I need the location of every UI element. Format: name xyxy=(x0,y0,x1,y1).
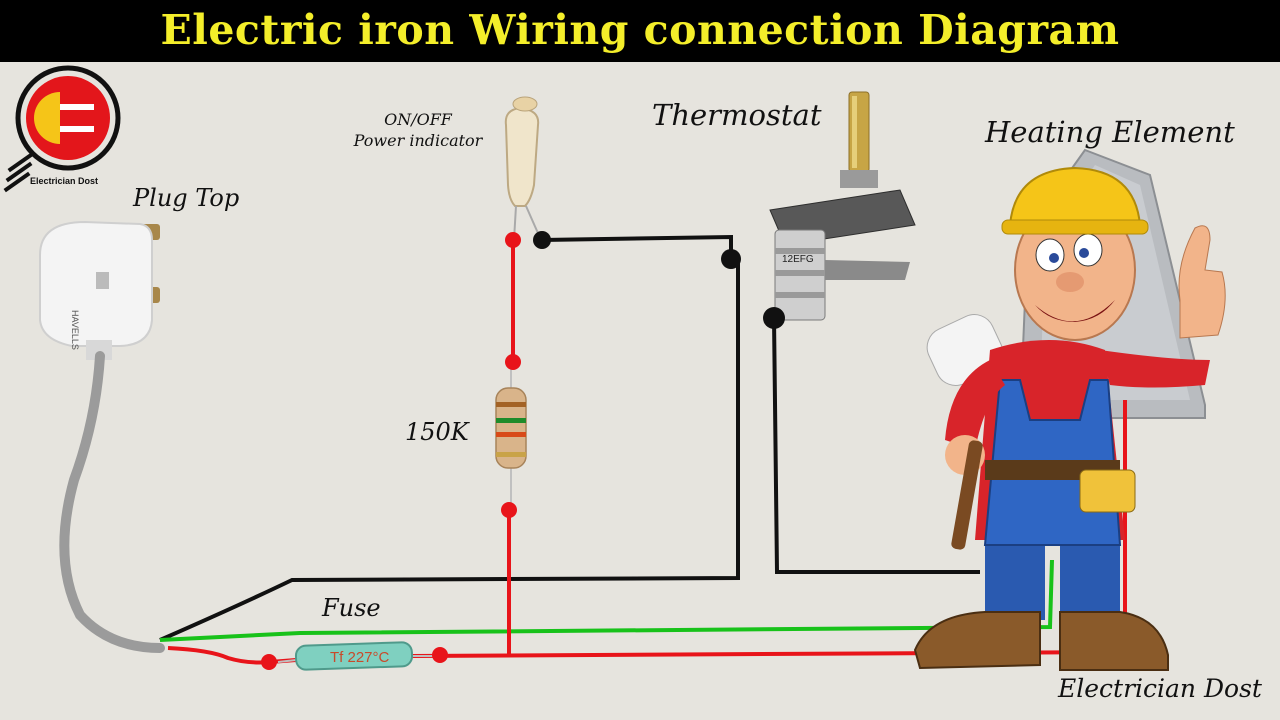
power-cable xyxy=(59,351,165,653)
fuse-marking: Tf 227°C xyxy=(330,649,390,666)
plug-top-icon: HAVELLS xyxy=(39,220,160,360)
power-indicator-label-line1: ON/OFF xyxy=(384,110,452,129)
electrician-mascot-icon xyxy=(913,166,1226,671)
wire-green xyxy=(159,559,1054,642)
diagram-title: Electric iron Wiring connection Diagram xyxy=(160,6,1120,54)
connection-points xyxy=(261,231,785,670)
neon-lamp-icon xyxy=(504,96,542,241)
thermostat-icon: 12EFG xyxy=(769,91,916,321)
watermark-label: Electrician Dost xyxy=(1058,674,1262,703)
fuse-label: Fuse xyxy=(322,594,381,622)
title-bar: Electric iron Wiring connection Diagram xyxy=(0,0,1280,62)
wire-black-element xyxy=(772,317,980,574)
plug-top-label: Plug Top xyxy=(133,184,240,212)
wire-black-top xyxy=(541,234,733,260)
resistor-value-label: 150K xyxy=(405,418,469,446)
heating-element-label: Heating Element xyxy=(985,115,1235,149)
thermal-fuse-icon: Tf 227°C xyxy=(277,641,440,671)
wire-black-bottom xyxy=(159,256,740,642)
power-indicator-label-line2: Power indicator xyxy=(353,131,483,150)
plug-brand-text: HAVELLS xyxy=(70,310,80,350)
power-indicator-label: ON/OFF Power indicator xyxy=(318,109,518,151)
thermostat-marking: 12EFG xyxy=(782,254,814,265)
logo-text: Electrician Dost xyxy=(30,176,99,186)
electrician-dost-logo-icon xyxy=(3,65,121,193)
thermostat-label: Thermostat xyxy=(652,98,822,132)
resistor-icon xyxy=(495,387,527,469)
